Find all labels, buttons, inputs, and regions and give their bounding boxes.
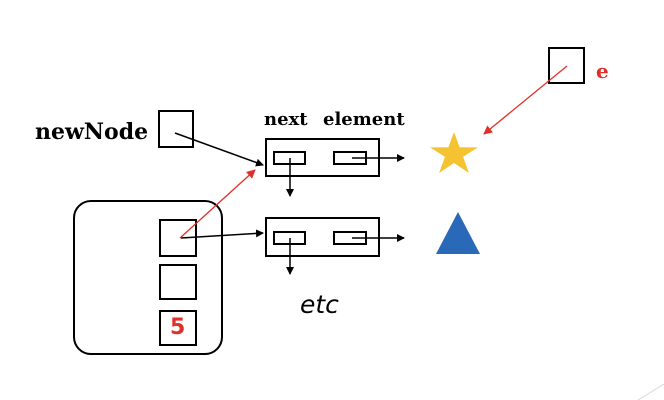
new-node-next-field <box>273 151 306 165</box>
triangle-icon <box>436 212 480 254</box>
size-value-box <box>159 310 197 346</box>
etc-label: etc <box>300 290 339 319</box>
star-icon <box>430 132 478 173</box>
first-list-node-next-field <box>273 231 306 245</box>
head-reference-box <box>159 219 197 257</box>
new-node-element-field <box>333 151 367 165</box>
next-label: next <box>264 109 308 130</box>
e-reference-box <box>548 47 585 84</box>
corner-diagonal-line <box>637 383 664 400</box>
e-label: e <box>596 59 609 83</box>
list-object-container <box>73 200 223 355</box>
tail-reference-box <box>159 264 197 300</box>
element-label: element <box>323 109 405 130</box>
first-list-node-element-field <box>333 231 367 245</box>
new-node-reference-box <box>158 110 194 148</box>
size-value: 5 <box>170 315 186 340</box>
new-node-label: newNode <box>35 119 149 145</box>
